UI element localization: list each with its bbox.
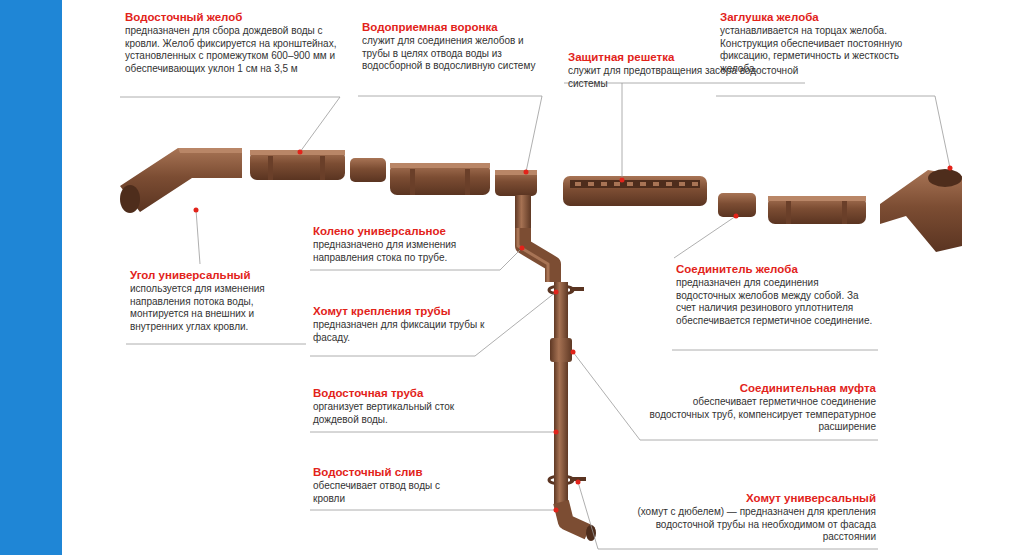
part-name: Угол универсальный [130, 268, 306, 282]
callout-block: Соединитель желобапредназначен для соеди… [676, 262, 876, 327]
part-name: Соединитель желоба [676, 262, 876, 276]
part-name: Водосточный желоб [125, 10, 340, 24]
callout-block: Хомут крепления трубыпредназначен для фи… [313, 304, 485, 344]
part-description: предназначен для сбора дождевой воды с к… [125, 25, 340, 75]
part-description: организует вертикальный сток дождевой во… [313, 401, 473, 426]
part-name: Водосточная труба [313, 386, 473, 400]
part-description: служит для предотвращения засора водосто… [568, 65, 804, 90]
part-name: Хомут крепления трубы [313, 304, 485, 318]
part-description: предназначено для изменения направления … [313, 239, 503, 264]
part-description: устанавливается на торцах желоба. Констр… [720, 25, 928, 75]
part-description: служит для соединения желобов и трубы в … [362, 35, 544, 73]
callout-block: Водосточный желобпредназначен для сбора … [125, 10, 340, 75]
callout-block: Соединительная муфтаобеспечивает гермети… [640, 381, 876, 434]
part-name: Хомут универсальный [600, 491, 876, 505]
part-description: обеспечивает герметичное соединение водо… [640, 396, 876, 434]
callout-block: Колено универсальноепредназначено для из… [313, 224, 503, 264]
part-description: предназначен для соединения водосточных … [676, 277, 876, 327]
part-description: используется для изменения направления п… [130, 283, 306, 333]
part-name: Колено универсальное [313, 224, 503, 238]
part-name: Заглушка желоба [720, 10, 928, 24]
callout-block: Заглушка желобаустанавливается на торцах… [720, 10, 928, 75]
part-name: Водоприемная воронка [362, 20, 544, 34]
callout-block: Водосточный сливобеспечивает отвод воды … [313, 465, 473, 505]
callout-block: Хомут универсальный(хомут с дюбелем) — п… [600, 491, 876, 544]
callout-block: Водосточная трубаорганизует вертикальный… [313, 386, 473, 426]
part-name: Водосточный слив [313, 465, 473, 479]
part-description: (хомут с дюбелем) — предназначен для кре… [600, 506, 876, 544]
part-name: Соединительная муфта [640, 381, 876, 395]
callout-block: Водоприемная воронкаслужит для соединени… [362, 20, 544, 73]
part-description: предназначен для фиксации трубы к фасаду… [313, 319, 485, 344]
part-description: обеспечивает отвод воды с кровли [313, 480, 473, 505]
callout-block: Угол универсальныйиспользуется для измен… [130, 268, 306, 333]
